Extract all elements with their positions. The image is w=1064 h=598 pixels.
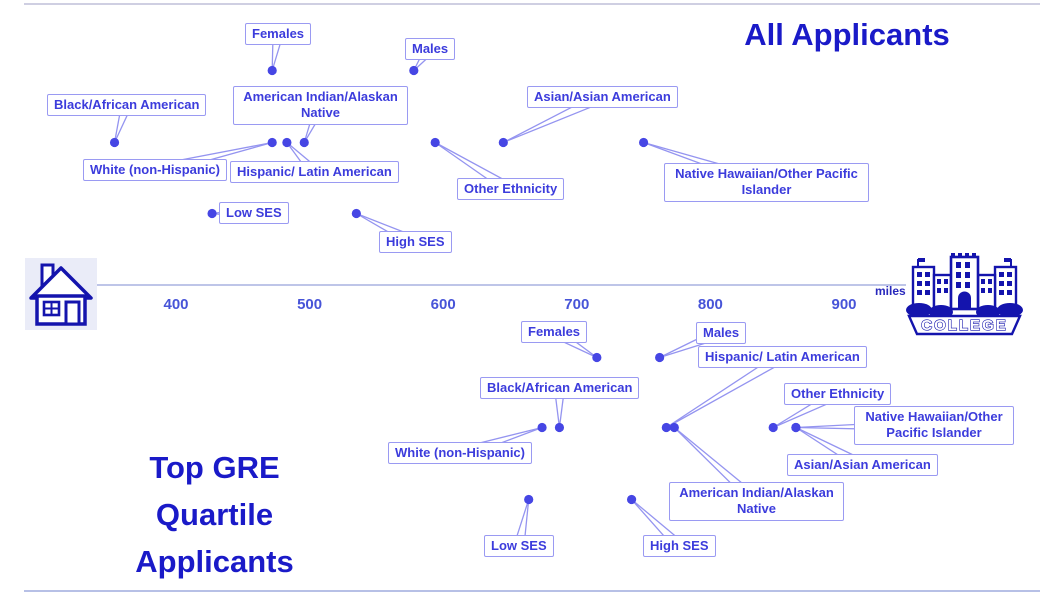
data-point-black-all <box>109 137 120 148</box>
callout-males-gre: Males <box>696 322 747 345</box>
leader-line-hispanic <box>665 360 786 429</box>
axis-tick-label-900: 900 <box>831 296 856 313</box>
callout-males-all: Males <box>405 38 456 61</box>
data-point-amind-all <box>299 137 309 148</box>
callout-amind-all: American Indian/Alaskan Native <box>233 86 408 125</box>
leader-line-other <box>434 141 514 186</box>
callout-amind-gre: American Indian/Alaskan Native <box>669 482 844 521</box>
bottom-divider-line <box>24 590 1040 592</box>
axis-tick-label-400: 400 <box>163 296 188 313</box>
callout-hispanic-gre: Hispanic/ Latin American <box>698 346 867 369</box>
data-point-black-gre <box>554 422 565 433</box>
data-point-hispanic-gre <box>661 422 671 433</box>
callout-black-all: Black/African American <box>47 94 207 117</box>
data-point-high_ses-all <box>351 208 361 219</box>
callout-nhpi-gre: Native Hawaiian/Other Pacific Islander <box>854 406 1014 445</box>
college-icon: COLLEGE <box>906 253 1023 336</box>
callout-other-all: Other Ethnicity <box>457 178 565 201</box>
data-point-other-all <box>430 137 440 148</box>
data-point-white-all <box>267 137 277 148</box>
top-divider-line <box>24 3 1040 5</box>
axis-tick-label-600: 600 <box>431 296 456 313</box>
axis-tick-label-800: 800 <box>698 296 723 313</box>
callout-other-gre: Other Ethnicity <box>784 383 892 406</box>
callout-females-gre: Females <box>521 321 588 344</box>
college-caption: COLLEGE <box>921 317 1008 334</box>
data-point-hispanic-all <box>282 137 292 148</box>
data-point-nhpi-gre <box>791 422 801 433</box>
data-point-asian-all <box>498 137 508 148</box>
data-point-low_ses-all <box>207 208 217 219</box>
data-point-white-gre <box>537 422 547 433</box>
data-point-other-gre <box>768 422 778 433</box>
data-points <box>109 65 801 505</box>
axis-tick-label-500: 500 <box>297 296 322 313</box>
leader-line-asian <box>503 100 605 144</box>
data-point-males-all <box>409 65 419 76</box>
data-point-males-gre <box>655 352 665 363</box>
callout-females-all: Females <box>245 23 312 46</box>
house-icon <box>25 258 97 330</box>
axis-tick-label-700: 700 <box>564 296 589 313</box>
data-point-amind-gre <box>669 422 679 433</box>
data-point-low_ses-gre <box>524 494 534 505</box>
callout-hispanic-all: Hispanic/ Latin American <box>230 161 399 184</box>
callout-black-gre: Black/African American <box>480 377 640 400</box>
data-point-females-gre <box>592 352 602 363</box>
callout-asian-gre: Asian/Asian American <box>787 454 938 477</box>
callout-asian-all: Asian/Asian American <box>527 86 678 109</box>
data-point-nhpi-all <box>639 137 649 148</box>
callout-white-all: White (non-Hispanic) <box>83 159 227 182</box>
data-point-females-all <box>267 65 277 76</box>
callout-low_ses-all: Low SES <box>219 202 289 225</box>
chart-title-top-gre-quartile: Top GRE Quartile Applicants <box>135 450 294 579</box>
callout-white-gre: White (non-Hispanic) <box>388 442 532 465</box>
callout-high_ses-all: High SES <box>379 231 452 254</box>
data-point-high_ses-gre <box>626 494 637 505</box>
axis-unit-label: miles <box>875 284 906 298</box>
chart-title-all-applicants: All Applicants <box>744 17 950 52</box>
callout-low_ses-gre: Low SES <box>484 535 554 558</box>
callout-nhpi-all: Native Hawaiian/Other Pacific Islander <box>664 163 869 202</box>
callout-high_ses-gre: High SES <box>643 535 716 558</box>
